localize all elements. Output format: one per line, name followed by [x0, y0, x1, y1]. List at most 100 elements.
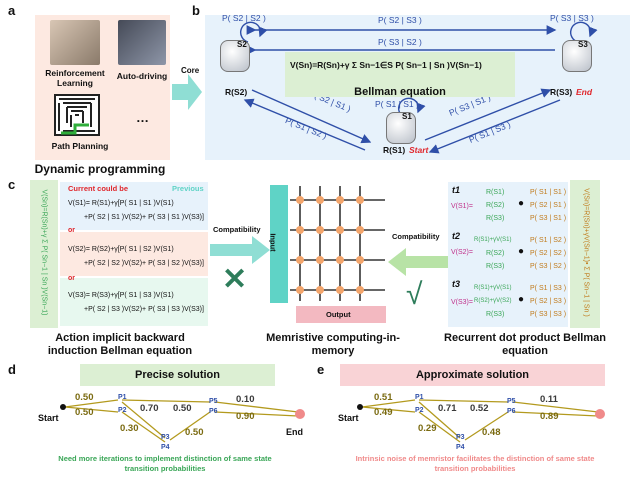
d-weight-8: 0.90 — [236, 411, 255, 422]
rl-caption: Reinforcement Learning — [45, 68, 105, 88]
left-row-2-bg — [60, 232, 208, 276]
crossbar-grid — [290, 186, 385, 301]
d-weight-5: 0.50 — [173, 403, 192, 414]
panel-label-e: e — [317, 362, 325, 377]
bellman-box — [285, 52, 515, 97]
current-could-be: Current could be — [68, 184, 129, 193]
panel-c-left-side — [30, 180, 58, 328]
end-tag: End — [576, 87, 593, 97]
d-weight-4: 0.30 — [120, 423, 139, 434]
d-start: Start — [38, 413, 59, 423]
e-weight-6: 0.48 — [482, 427, 501, 438]
dynamic-programming-caption: Dynamic programming — [34, 162, 166, 176]
input-bar — [270, 185, 288, 303]
e-node-p4: P4 — [456, 444, 465, 451]
eq2a: V(S2)= R(S2)+γ[P( S1 | S2 )V(S1) — [68, 246, 174, 253]
e-node-p1: P1 — [415, 394, 424, 401]
t3-p1: P( S1 | S3 ) — [530, 285, 567, 292]
t3-r2: R(S2)+γV(S2) — [474, 298, 512, 304]
d-weight-3: 0.70 — [140, 403, 159, 414]
output-label: Output — [326, 310, 351, 319]
panel-d-title-bg — [80, 364, 275, 386]
compat-label-left: Compatibility — [213, 225, 261, 234]
path-planning-caption: Path Planning — [51, 141, 109, 151]
dot-1: ● — [518, 198, 525, 209]
transition-s3-s3: P( S3 | S3 ) — [550, 13, 594, 23]
t2-p3: P( S3 | S2 ) — [530, 263, 567, 270]
maze-image — [54, 94, 100, 136]
reward-s1: R(S1) — [383, 145, 406, 155]
cross-icon: ✕ — [222, 263, 248, 296]
e-node-p3: P3 — [456, 434, 465, 441]
e-node-p2: P2 — [415, 407, 424, 414]
t2-r3: R(S3) — [486, 263, 505, 270]
compatibility-arrow-right — [388, 248, 448, 276]
t3-p3: P( S3 | S3 ) — [530, 311, 567, 318]
panel-e-title: Approximate solution — [415, 369, 530, 381]
reward-s2: R(S2) — [225, 87, 248, 97]
t2-p2: P( S2 | S2 ) — [530, 250, 567, 257]
transition-s1-s1: P( S1 | S1 ) — [375, 99, 419, 109]
auto-driving-caption: Auto-driving — [116, 71, 168, 81]
e-weight-5: 0.52 — [470, 403, 489, 414]
robot-s3-icon — [562, 40, 592, 72]
panel-label-a: a — [8, 3, 16, 18]
left-caption: Action implicit backward induction Bellm… — [47, 332, 193, 357]
d-node-p5: P5 — [209, 398, 218, 405]
eq3b: +P( S2 | S3 )V(S2)+ P( S3 | S3 )V(S3)] — [84, 306, 204, 313]
d-weight-1: 0.50 — [75, 392, 94, 403]
reward-s3: R(S3) — [550, 87, 573, 97]
panel-e-title-bg — [340, 364, 605, 386]
middle-caption: Memristive computing-in-memory — [266, 332, 400, 357]
d-end: End — [286, 427, 303, 437]
core-label: Core — [181, 66, 200, 75]
panel-c-right-bg — [448, 182, 568, 327]
node-s2-label: S2 — [237, 40, 247, 49]
check-icon: √ — [406, 278, 423, 311]
d-node-p1: P1 — [118, 394, 127, 401]
e-weight-8: 0.89 — [540, 411, 559, 422]
bellman-title: Bellman equation — [354, 86, 446, 98]
t2-p1: P( S1 | S2 ) — [530, 237, 567, 244]
robot-s2-icon — [220, 40, 250, 72]
e-node-p5: P5 — [507, 398, 516, 405]
d-weight-6: 0.50 — [185, 427, 204, 438]
eq2b: +P( S2 | S2 )V(S2)+ P( S3 | S2 )V(S3)] — [84, 260, 204, 267]
t1-r2: R(S2) — [486, 202, 505, 209]
output-bar — [296, 306, 386, 323]
eq1b: +P( S2 | S1 )V(S2)+ P( S3 | S1 )V(S3)] — [84, 214, 204, 221]
dot-3: ● — [518, 294, 525, 305]
panel-label-c: c — [8, 177, 16, 192]
t2-v1: V(S2)= — [451, 249, 473, 256]
compat-label-right: Compatibility — [392, 232, 440, 241]
t1-p3: P( S3 | S1 ) — [530, 215, 567, 222]
t1-label: t1 — [452, 185, 461, 195]
d-node-p4: P4 — [161, 444, 170, 451]
d-node-p6: P6 — [209, 408, 218, 415]
ellipsis: … — [136, 110, 149, 125]
t3-r1: R(S1)+γV(S1) — [474, 285, 512, 291]
panel-c-right-side — [570, 180, 600, 328]
dot-2: ● — [518, 246, 525, 257]
reinforcement-learning-image — [50, 20, 100, 65]
transition-s3-s2: P( S3 | S2 ) — [378, 37, 422, 47]
panel-d-title: Precise solution — [135, 369, 220, 381]
compatibility-arrow-left — [210, 236, 270, 264]
robot-s1-icon — [386, 112, 416, 144]
t2-label: t2 — [452, 231, 461, 241]
d-weight-7: 0.10 — [236, 394, 255, 405]
eq3a: V(S3)= R(S3)+γ[P( S1 | S3 )V(S1) — [68, 292, 174, 299]
t3-v1: V(S3)= — [451, 299, 473, 306]
e-note: Intrinsic noise of memristor facilitates… — [355, 454, 595, 473]
t1-r3: R(S3) — [486, 215, 505, 222]
transition-s2-s2: P( S2 | S2 ) — [222, 13, 266, 23]
t1-v1: V(S1)= — [451, 203, 473, 210]
t1-p1: P( S1 | S1 ) — [530, 189, 567, 196]
t1-p2: P( S2 | S1 ) — [530, 202, 567, 209]
left-row-1-bg — [60, 182, 208, 230]
auto-driving-image — [118, 20, 166, 65]
t2-r1: R(S1)+γV(S1) — [474, 237, 512, 243]
